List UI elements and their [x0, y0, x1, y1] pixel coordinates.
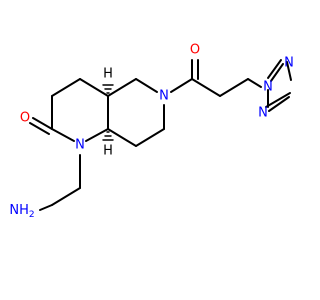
bond	[191, 78, 221, 97]
stereo-h-top-label: H	[103, 67, 113, 82]
bond	[51, 187, 81, 206]
bond	[29, 122, 50, 135]
bond	[79, 78, 109, 97]
nitrogen-piperidine-label: N	[159, 89, 169, 104]
stereo-h-bottom-label: H	[103, 144, 113, 159]
bond	[51, 78, 81, 97]
bond	[32, 117, 53, 130]
bond	[107, 128, 137, 147]
bond	[267, 59, 282, 79]
bond	[107, 78, 137, 97]
bond	[135, 78, 158, 93]
bond	[286, 61, 292, 81]
oxygen-lactam-label: O	[20, 111, 30, 126]
bond	[39, 204, 53, 211]
bond-group	[29, 59, 292, 211]
bond	[135, 128, 165, 147]
amine-label: NH2	[9, 203, 34, 221]
bond	[270, 63, 284, 82]
oxygen-ketone-label: O	[190, 43, 200, 58]
bond	[265, 92, 291, 108]
nitrogen-triazole-1-label: N	[263, 80, 273, 95]
bond	[85, 128, 109, 142]
bond	[51, 128, 75, 142]
bond	[170, 78, 193, 93]
structure-diagram: H H O N N O NH2 N N N	[9, 43, 294, 221]
nitrogen-amide-label: N	[75, 138, 85, 153]
stereo-bond-top	[102, 84, 114, 94]
stereo-bond-bottom	[102, 131, 114, 141]
bond	[219, 78, 249, 97]
nitrogen-triazole-4-label: N	[284, 56, 294, 71]
nitrogen-triazole-2-label: N	[258, 106, 268, 121]
bond	[247, 78, 262, 88]
bond	[268, 96, 290, 112]
